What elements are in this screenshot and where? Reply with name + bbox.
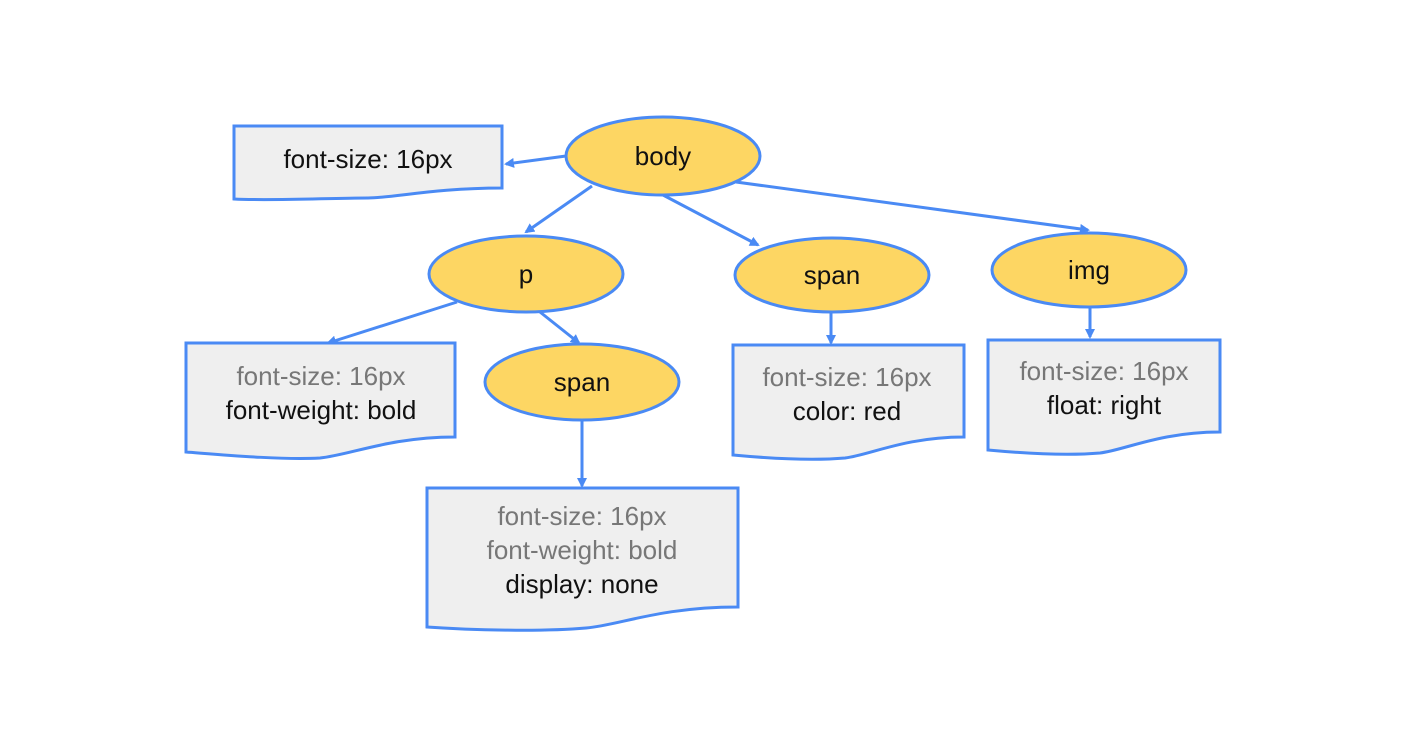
style-box-span-under-p-shape	[425, 486, 740, 632]
style-box-img-line-1: font-size: 16px	[1019, 356, 1188, 386]
style-box-span-under-p-line-2: font-weight: bold	[487, 535, 678, 565]
edge-p-to-style	[326, 300, 458, 346]
style-box-span-under-body: font-size: 16px color: red	[731, 343, 966, 461]
node-body-label: body	[635, 141, 691, 171]
style-box-body-line-1: font-size: 16px	[283, 144, 452, 174]
style-box-span-under-p-line-3: display: none	[505, 569, 658, 599]
edge-body-to-span	[662, 193, 760, 247]
style-box-img-line-2: float: right	[1047, 390, 1162, 420]
node-span-under-body-shape	[733, 236, 931, 314]
edge-body-to-img	[735, 180, 1090, 234]
edge-body-to-style	[504, 154, 567, 168]
style-box-span-under-p-line-1: font-size: 16px	[497, 501, 666, 531]
style-box-body-shape	[232, 124, 504, 202]
style-box-img: font-size: 16px float: right	[986, 338, 1222, 456]
node-p-label: p	[519, 259, 533, 289]
edge-body-to-p	[524, 184, 593, 234]
node-body: body	[564, 115, 762, 197]
node-span-under-p-label: span	[554, 367, 610, 397]
node-p: p	[427, 234, 625, 314]
style-box-span-under-body-line-2: color: red	[793, 396, 901, 426]
style-box-span-under-body-line-1: font-size: 16px	[762, 362, 931, 392]
node-span-under-body: span	[733, 236, 931, 314]
node-span-under-body-label: span	[804, 260, 860, 290]
node-p-shape	[427, 234, 625, 314]
style-box-p-line-1: font-size: 16px	[236, 361, 405, 391]
style-box-span-under-p: font-size: 16px font-weight: bold displa…	[425, 486, 740, 632]
node-body-shape	[564, 115, 762, 197]
style-box-span-under-body-shape	[731, 343, 966, 461]
style-box-p: font-size: 16px font-weight: bold	[184, 341, 457, 460]
node-img-shape	[990, 231, 1188, 309]
edges	[326, 154, 1095, 488]
node-span-under-p-shape	[483, 342, 681, 422]
node-img: img	[990, 231, 1188, 309]
style-box-p-line-2: font-weight: bold	[226, 395, 417, 425]
node-span-under-p: span	[483, 342, 681, 422]
style-box-p-shape	[184, 341, 457, 460]
style-box-img-shape	[986, 338, 1222, 456]
edge-p-to-span	[539, 310, 581, 345]
style-box-body: font-size: 16px	[232, 124, 504, 202]
node-img-label: img	[1068, 255, 1110, 285]
